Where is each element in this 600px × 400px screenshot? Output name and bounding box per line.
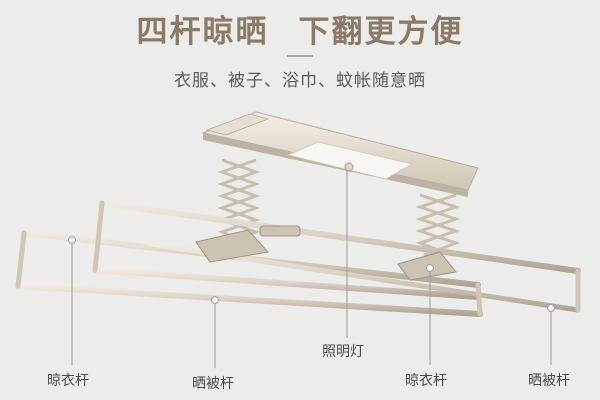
divider	[287, 55, 313, 57]
callout-rod-left-drying: 晾衣杆	[47, 373, 89, 389]
subline: 衣服、被子、浴巾、蚊帐随意晒	[174, 71, 426, 91]
rod-top-back	[99, 200, 581, 274]
scissor-arm-left	[217, 158, 261, 246]
rod-end-left-back	[92, 200, 105, 273]
scissor-arm-right	[415, 193, 461, 257]
ceiling-unit	[201, 111, 479, 197]
callout-rod-right-quilt: 晒被杆	[528, 373, 570, 389]
rod-bottom	[15, 283, 483, 317]
headline-part-1: 四杆晾晒	[136, 14, 269, 50]
leader-lines	[68, 170, 555, 368]
headline: 四杆晾晒下翻更方便	[0, 6, 600, 51]
rod-middle	[92, 267, 481, 300]
headline-part-2: 下翻更方便	[298, 14, 464, 50]
callout-rod-right-drying: 晾衣杆	[405, 373, 447, 389]
callout-lamp: 照明灯	[322, 344, 364, 360]
lamp-panel	[286, 141, 414, 180]
rod-end-left	[15, 230, 27, 289]
callout-rod-left-quilt: 晒被杆	[192, 376, 234, 392]
rod-end-right-front	[475, 282, 483, 317]
rods	[15, 200, 581, 317]
